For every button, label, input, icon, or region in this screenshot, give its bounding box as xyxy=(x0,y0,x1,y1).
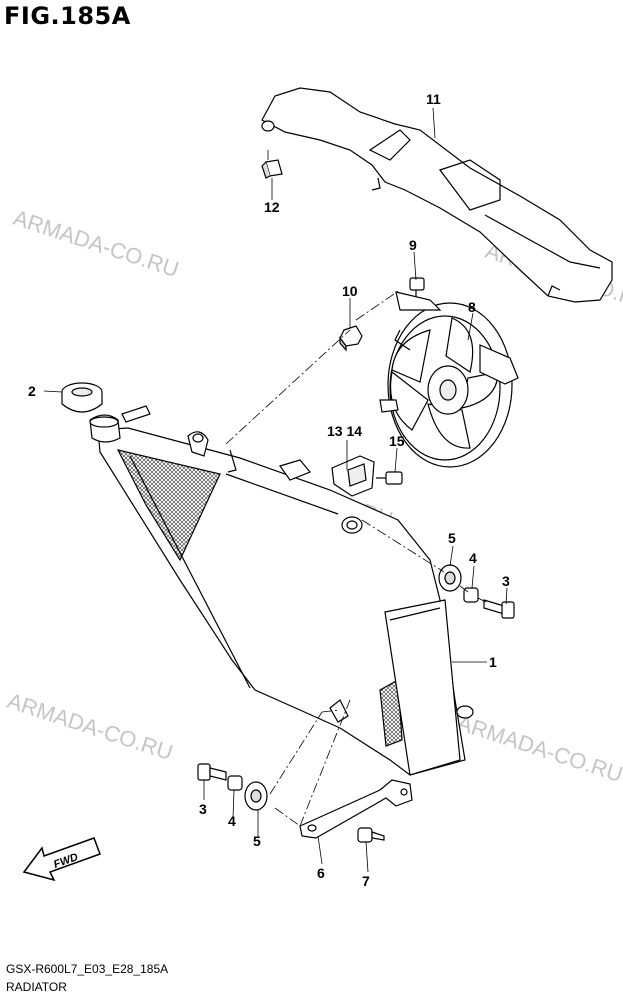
callout-4-left: 4 xyxy=(228,813,236,829)
fan-bolt xyxy=(409,277,425,298)
nut xyxy=(339,325,363,352)
leader-lines xyxy=(43,107,508,873)
stay-bolt xyxy=(376,471,403,485)
callout-5-right: 5 xyxy=(448,530,456,546)
callout-2: 2 xyxy=(28,383,36,399)
bolt-left xyxy=(197,763,227,781)
callout-12: 12 xyxy=(264,199,280,215)
callout-9: 9 xyxy=(409,237,417,253)
callout-11: 11 xyxy=(426,91,441,107)
cooling-fan xyxy=(379,291,519,468)
cushion-right xyxy=(438,564,462,592)
bolt-bracket xyxy=(357,827,385,843)
stay xyxy=(331,455,375,497)
callout-6: 6 xyxy=(317,865,325,881)
callout-8: 8 xyxy=(468,299,476,315)
callout-7: 7 xyxy=(362,873,370,889)
figure-title: FIG.185A xyxy=(4,2,131,30)
callout-3-left: 3 xyxy=(199,801,207,817)
callout-4-right: 4 xyxy=(469,550,477,566)
cushion-left xyxy=(244,781,268,811)
radiator-cap xyxy=(61,382,103,413)
callout-1: 1 xyxy=(489,654,497,670)
clip xyxy=(261,159,283,179)
callout-3-right: 3 xyxy=(502,573,510,589)
callout-10: 10 xyxy=(342,283,358,299)
figure-code: GSX-R600L7_E03_E28_185A xyxy=(6,962,169,976)
callout-15: 15 xyxy=(389,433,405,449)
bolt-right xyxy=(483,599,515,619)
figure-name: RADIATOR xyxy=(6,980,67,994)
fwd-arrow-icon: FWD xyxy=(22,837,101,882)
assembly-lines xyxy=(225,150,487,827)
callout-13-14: 13 14 xyxy=(327,423,362,439)
bracket xyxy=(299,779,413,839)
collar-left xyxy=(227,775,243,791)
callout-5-left: 5 xyxy=(253,833,261,849)
radiator xyxy=(89,405,474,776)
air-guide xyxy=(261,87,613,303)
